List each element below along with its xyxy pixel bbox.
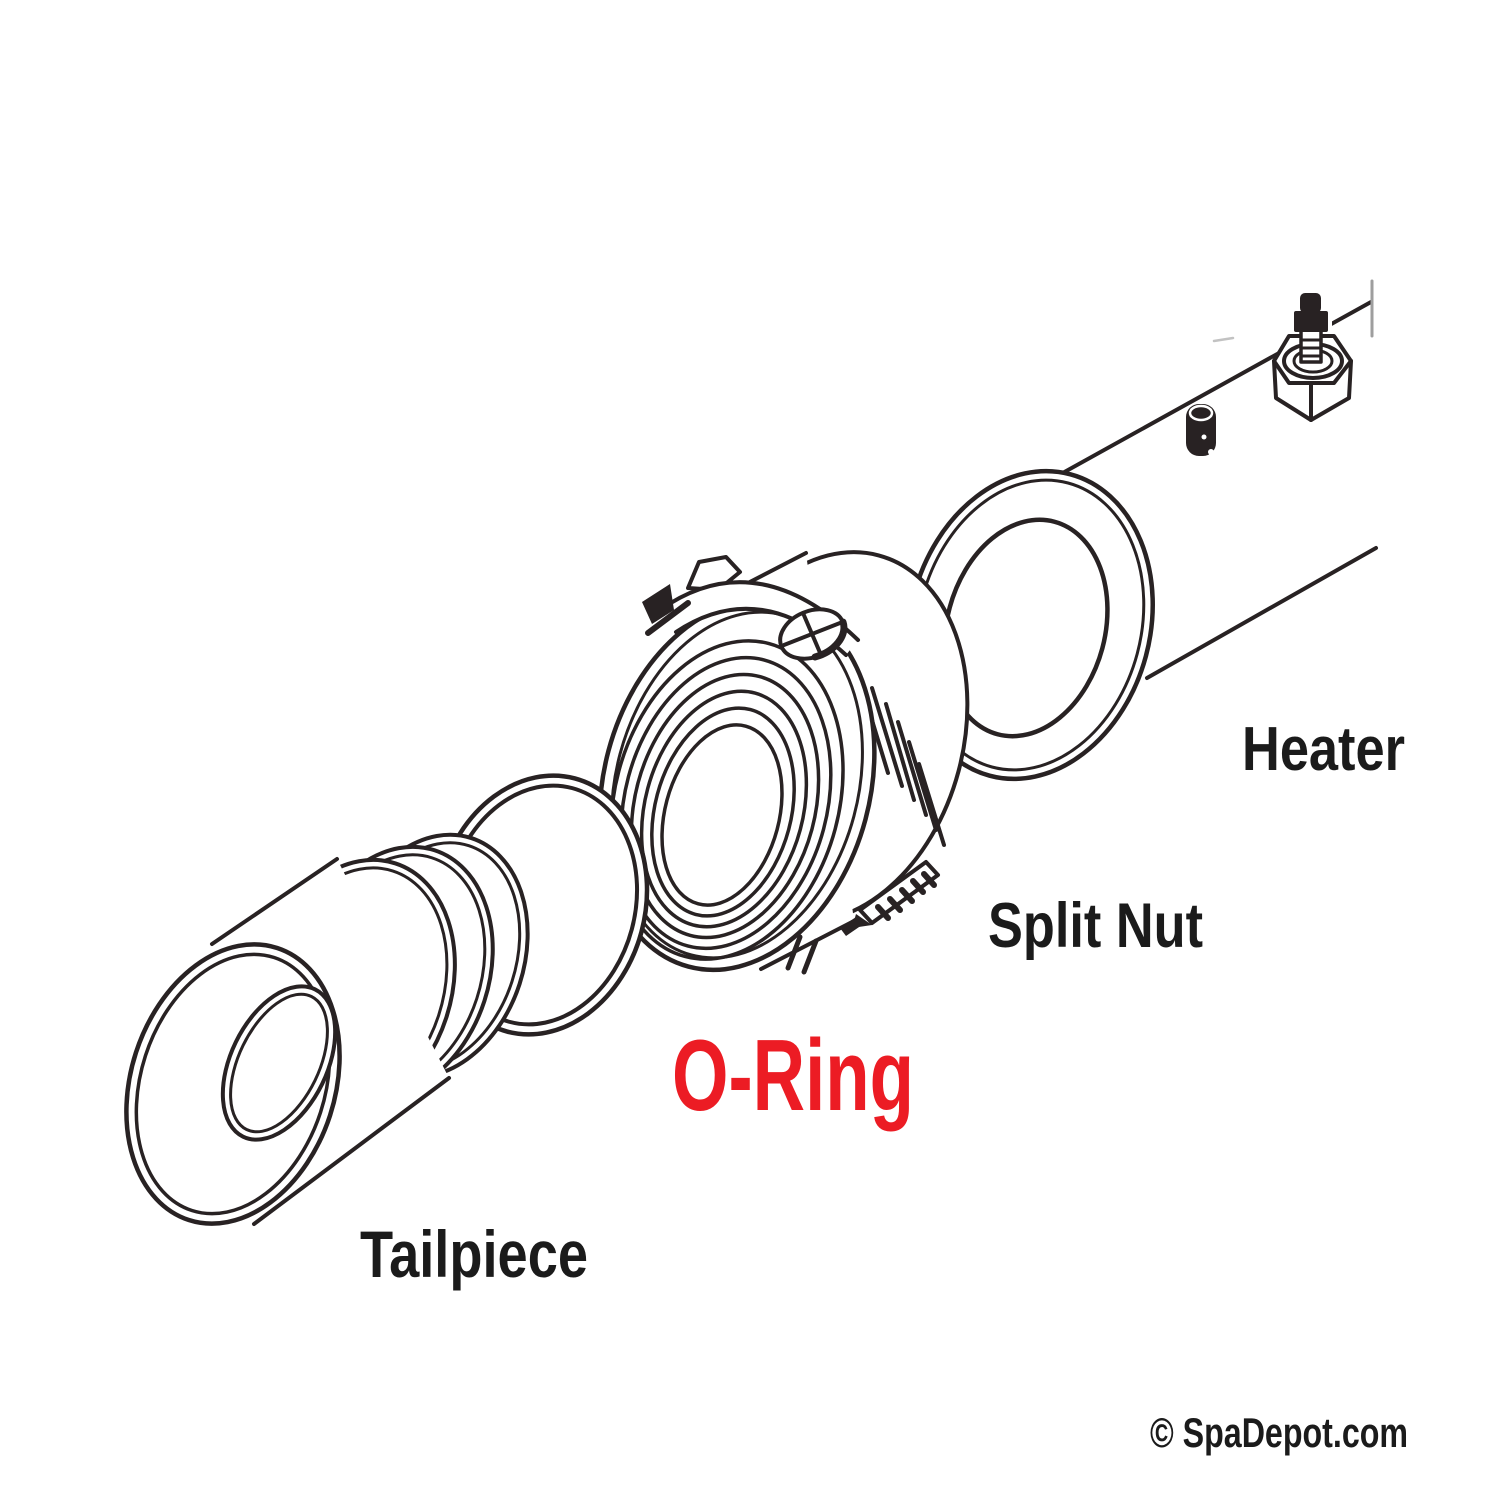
faint-mark (1212, 336, 1235, 343)
nut-clamp (642, 555, 860, 661)
clamp-shadow-dash (645, 600, 691, 636)
tailpiece-drawing (124, 832, 530, 1226)
split-nut-drawing (597, 550, 970, 975)
thread-ring (629, 672, 821, 940)
thread-ring (609, 639, 845, 961)
thread-ring (639, 689, 809, 929)
tab-serration (899, 887, 915, 904)
split-gap-mark (801, 938, 819, 975)
tab-serration (910, 878, 926, 895)
stud-tip (1300, 293, 1321, 313)
knurl-line (896, 720, 928, 817)
tailpiece-front-rim-inner (134, 952, 332, 1216)
thread-bore (660, 723, 784, 907)
heater-tube-bottom-edge (1145, 546, 1378, 680)
clamp-band (660, 582, 858, 655)
tab-serration (921, 871, 937, 888)
heater-sensor-pin (1186, 404, 1216, 456)
tailpiece-top-edge (210, 857, 339, 946)
heater-label: Heater (1242, 715, 1405, 784)
screw-slot (801, 611, 823, 657)
tab-tip-mark (840, 917, 862, 936)
o-ring-label: O-Ring (672, 1020, 914, 1132)
tailpiece-bore-outer (220, 984, 338, 1142)
sensor-pin-cap (1188, 404, 1214, 422)
knurl-line (907, 740, 938, 832)
heater-terminal-stud (1272, 288, 1353, 422)
sensor-pin-dot (1208, 449, 1214, 455)
tab-serration (875, 904, 891, 921)
split-gap-mark (785, 934, 803, 971)
knurl-line (917, 762, 946, 847)
clamp-shadow-wedge (642, 584, 674, 624)
sensor-pin-dot (1201, 434, 1207, 440)
tab-serration (887, 896, 903, 913)
nut-body-bottom-edge (759, 919, 856, 971)
heater-drawing (905, 279, 1378, 782)
thread-ring (619, 655, 833, 951)
nut-internal-threads (609, 639, 845, 961)
flange-opening (942, 517, 1110, 739)
split-nut-label: Split Nut (988, 891, 1203, 961)
stud-block (1294, 311, 1328, 332)
knurl-line (870, 686, 904, 788)
tailpiece-label: Tailpiece (360, 1217, 588, 1291)
thread-ring (650, 706, 796, 918)
knurl-line (884, 702, 916, 802)
tailpiece-bore-inner (229, 992, 329, 1134)
screw-shadow (811, 618, 848, 661)
nut-split-tab (840, 860, 940, 936)
tailpiece-bottom-edge (252, 1076, 451, 1226)
watermark: © SpaDepot.com (1150, 1409, 1408, 1456)
